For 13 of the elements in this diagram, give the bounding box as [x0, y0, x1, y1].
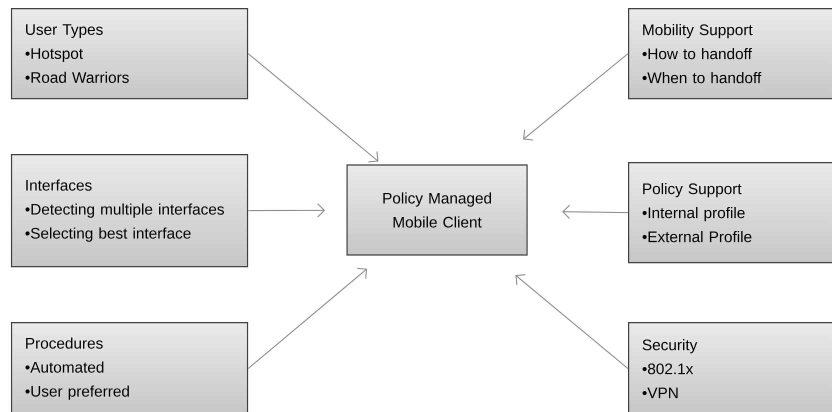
arrow	[515, 274, 628, 369]
arrow	[562, 204, 628, 219]
arrow	[248, 203, 326, 218]
info-box: Mobility Support •How to handoff •When to handoff	[628, 8, 832, 100]
info-box: Interfaces •Detecting multiple interfaces •Selecting best interface	[10, 154, 248, 268]
info-box: User Types •Hotspot •Road Warriors	[10, 8, 248, 100]
info-box: Policy Support •Internal profile •External Profile	[628, 162, 832, 264]
arrow	[523, 53, 628, 141]
arrow	[248, 53, 378, 162]
info-box: Security •802.1x •VPN	[628, 322, 832, 412]
arrow	[248, 268, 368, 369]
center-box: Policy Managed Mobile Client	[346, 164, 528, 256]
info-box: Procedures •Automated •User preferred	[10, 322, 248, 412]
